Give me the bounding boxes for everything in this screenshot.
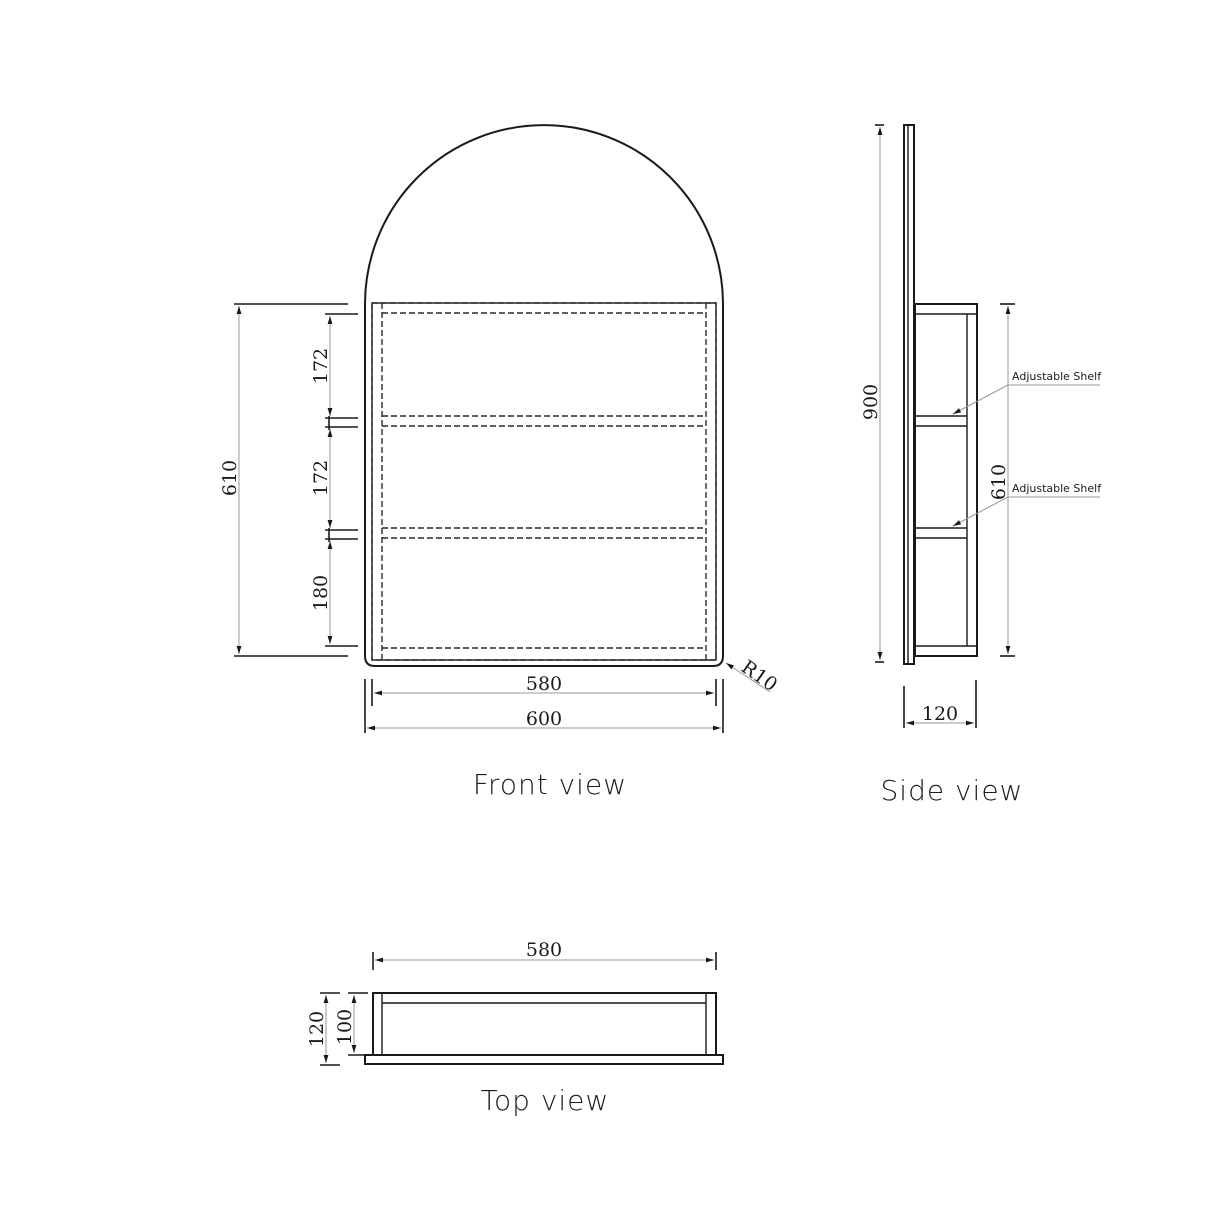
dim-top-cabinet-depth: 100 — [334, 1009, 356, 1045]
note-adjustable-shelf-2: Adjustable Shelf — [1012, 482, 1102, 495]
note-adjustable-shelf-1: Adjustable Shelf — [1012, 370, 1102, 383]
front-view: 610 172 172 180 580 600 R10 Front view — [219, 124, 781, 801]
dim-shelf-gap-2: 172 — [310, 460, 332, 496]
top-view-title: Top view — [481, 1084, 610, 1117]
top-mirror-panel — [364, 1054, 724, 1065]
cabinet-frame — [371, 302, 717, 661]
cabinet-body — [914, 303, 978, 657]
dim-shelf-gap-3: 180 — [310, 575, 332, 611]
mirror-panel — [903, 124, 915, 665]
dim-top-overall-depth: 120 — [306, 1011, 328, 1047]
dim-corner-radius: R10 — [737, 656, 781, 696]
side-view: 900 610 Adjustable Shelf Adjustable Shel… — [860, 124, 1102, 807]
hidden-outer — [371, 302, 717, 661]
top-view: 580 120 100 Top view — [306, 939, 724, 1117]
dim-top-width: 580 — [526, 939, 562, 961]
dim-overall-height: 900 — [860, 384, 882, 420]
dim-outer-width: 600 — [526, 708, 562, 730]
front-view-title: Front view — [473, 768, 627, 801]
side-view-title: Side view — [881, 774, 1024, 807]
dim-cabinet-height: 610 — [988, 464, 1010, 500]
dim-total-height: 610 — [219, 460, 241, 496]
dim-depth: 120 — [922, 703, 958, 725]
arch-outline — [364, 124, 724, 667]
dim-shelf-gap-1: 172 — [310, 348, 332, 384]
dim-inner-width: 580 — [526, 673, 562, 695]
